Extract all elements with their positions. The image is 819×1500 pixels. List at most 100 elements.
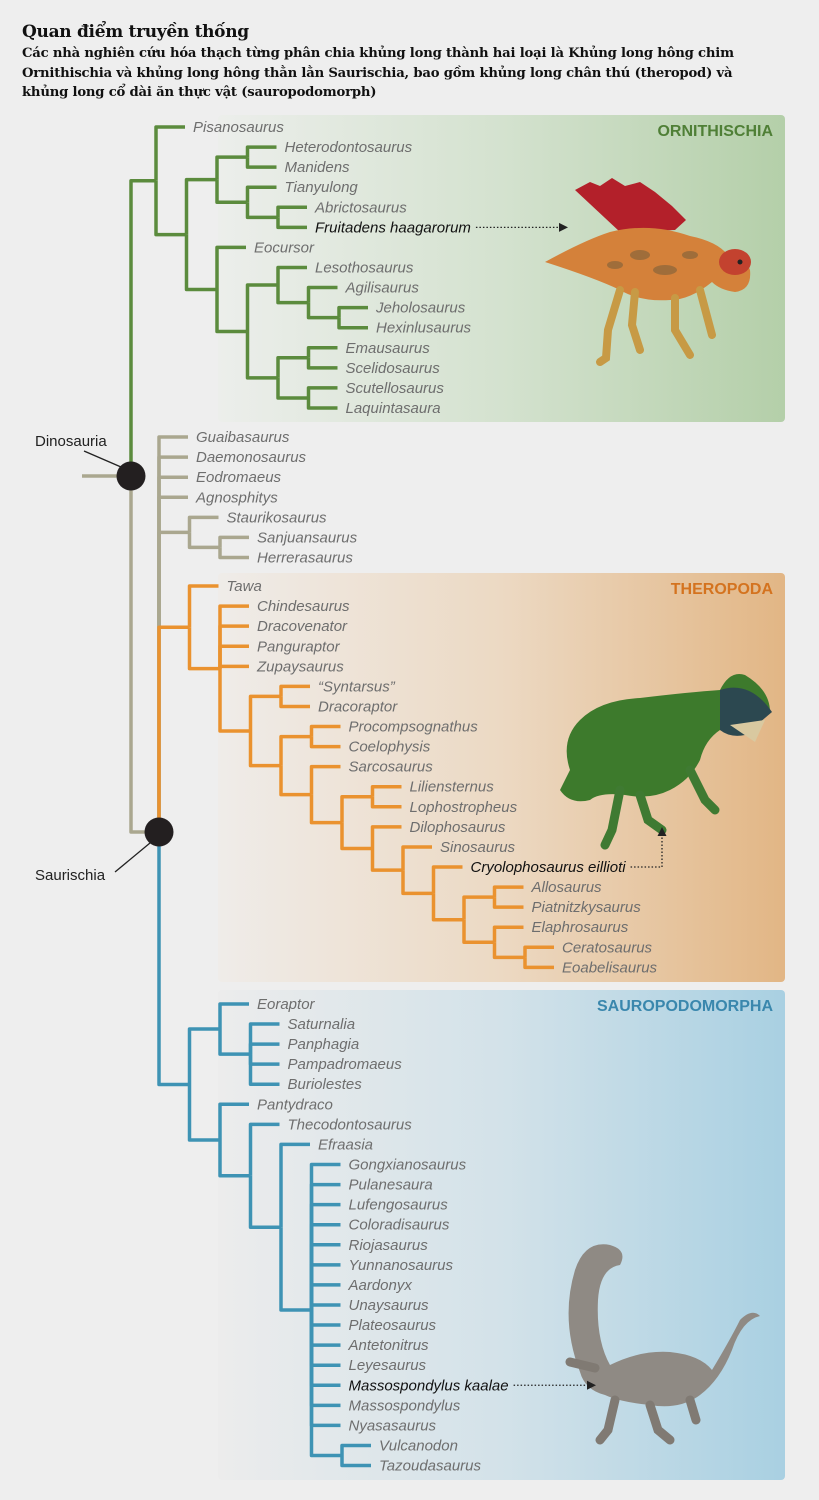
- taxon-label: Sinosaurus: [440, 839, 516, 856]
- taxon-label: Plateosaurus: [349, 1317, 437, 1334]
- clade-branch: [431, 893, 464, 922]
- taxon-label: Elaphrosaurus: [532, 919, 629, 936]
- taxon-label: Allosaurus: [531, 879, 603, 896]
- clade-branch: [276, 356, 309, 378]
- taxon-label: Unaysaurus: [349, 1297, 430, 1314]
- taxon-label: Agilisaurus: [345, 280, 420, 297]
- taxon-label: Dracovenator: [257, 618, 348, 635]
- taxon-label: “Syntarsus”: [318, 678, 396, 695]
- leaf-branch: [492, 925, 524, 943]
- leaf-branch: [309, 1310, 341, 1347]
- leaf-branch: [306, 386, 338, 398]
- clade-branch: [218, 1029, 251, 1056]
- taxon-label: Herrerasaurus: [257, 549, 353, 566]
- clade-branch: [215, 289, 248, 334]
- leaf-branch: [245, 145, 277, 158]
- taxon-label: Panguraptor: [257, 638, 341, 655]
- taxon-label: Coelophysis: [349, 739, 431, 756]
- sauropodomorpha-panel-title: SAUROPODOMORPHA: [596, 998, 773, 1015]
- taxon-label: Scelidosaurus: [346, 360, 441, 377]
- leaf-branch: [157, 455, 188, 832]
- leaf-branch: [431, 865, 463, 894]
- taxon-label: Emausaurus: [346, 340, 431, 357]
- taxon-label: Thecodontosaurus: [288, 1116, 413, 1133]
- leaf-branch: [492, 897, 524, 909]
- leaf-branch: [492, 885, 524, 898]
- leaf-branch: [306, 285, 338, 303]
- ornithischia-panel-title: ORNITHISCHIA: [657, 123, 773, 140]
- taxon-label: Coloradisaurus: [349, 1217, 450, 1234]
- leaf-branch: [248, 1054, 280, 1066]
- leaf-branch: [337, 317, 368, 330]
- taxon-label: Pantydraco: [257, 1096, 333, 1113]
- taxon-label: Gongxianosaurus: [349, 1157, 467, 1174]
- clade-branch: [187, 627, 220, 671]
- taxon-label: Tawa: [227, 578, 262, 595]
- clade-branch: [215, 179, 248, 205]
- leaf-branch: [218, 1002, 249, 1030]
- clade-branch: [462, 895, 495, 920]
- taxon-label: Saturnalia: [288, 1016, 356, 1033]
- dinosauria-leader-line: [83, 450, 122, 468]
- leaf-branch: [245, 185, 277, 203]
- leaf-branch: [309, 1263, 341, 1311]
- taxon-label: Eoabelisaurus: [562, 959, 658, 976]
- leaf-branch: [248, 1042, 280, 1055]
- saurischia-leader-line: [114, 842, 151, 873]
- taxon-label: Pulanesaura: [349, 1177, 433, 1194]
- clade-branch: [279, 765, 312, 797]
- leaf-branch: [245, 157, 277, 169]
- header: Quan điểm truyền thống Các nhà nghiên cứ…: [22, 22, 812, 103]
- clade-branch: [184, 234, 217, 292]
- taxon-label: Dilophosaurus: [410, 819, 506, 836]
- highlighted-taxon-label: Fruitadens haagarorum: [315, 219, 471, 236]
- taxon-label: Aardonyx: [348, 1277, 413, 1294]
- leaf-branch: [309, 1310, 341, 1327]
- clade-branch: [184, 177, 217, 235]
- leaf-branch: [157, 495, 188, 832]
- clade-branch: [187, 1027, 220, 1085]
- leaf-branch: [218, 604, 249, 669]
- clade-branch: [245, 202, 278, 220]
- clade-branch: [340, 795, 373, 823]
- taxon-label: Dracoraptor: [318, 698, 398, 715]
- taxon-labels: PisanosaurusHeterodontosaurusManidensTia…: [193, 119, 658, 1475]
- taxon-label: Chindesaurus: [257, 598, 350, 615]
- taxon-label: Antetonitrus: [348, 1337, 430, 1354]
- taxon-label: Riojasaurus: [349, 1237, 429, 1254]
- taxon-label: Vulcanodon: [379, 1437, 458, 1454]
- cryolophosaurus-illustration: [560, 674, 772, 850]
- saurischia-node-dot: [144, 817, 174, 847]
- taxon-label: Heterodontosaurus: [285, 139, 413, 156]
- clade-branch: [401, 870, 434, 896]
- taxon-label: Yunnanosaurus: [349, 1257, 454, 1274]
- leaf-branch: [306, 346, 338, 358]
- taxon-label: Eodromaeus: [196, 469, 282, 486]
- leaf-branch: [218, 664, 249, 669]
- taxon-label: Pampadromaeus: [288, 1056, 403, 1073]
- fruitadens-illustration: [545, 178, 751, 366]
- leaf-branch: [276, 217, 307, 230]
- leaf-branch: [370, 796, 402, 809]
- taxon-label: Lufengosaurus: [349, 1197, 449, 1214]
- clade-branch: [276, 285, 309, 305]
- taxon-label: Guaibasaurus: [196, 429, 290, 446]
- taxon-label: Eoraptor: [257, 996, 316, 1013]
- taxon-label: Tazoudasaurus: [379, 1458, 482, 1475]
- pointer-arrow: [475, 222, 568, 232]
- leaf-branch: [309, 1310, 341, 1428]
- leaf-branch: [340, 1443, 371, 1456]
- clade-branch: [276, 377, 309, 400]
- clade-branch: [129, 476, 159, 834]
- taxon-label: Laquintasaura: [346, 400, 441, 417]
- clade-branch: [154, 180, 187, 237]
- leaf-branch: [218, 535, 249, 548]
- leaf-branch: [248, 1054, 280, 1086]
- clade-branch: [157, 625, 190, 832]
- taxon-label: Agnosphitys: [195, 489, 278, 506]
- taxon-label: Abrictosaurus: [314, 199, 407, 216]
- taxon-label: Sanjuansaurus: [257, 529, 358, 546]
- theropoda-panel-title: THEROPODA: [670, 581, 773, 598]
- taxon-label: Lesothosaurus: [315, 259, 414, 276]
